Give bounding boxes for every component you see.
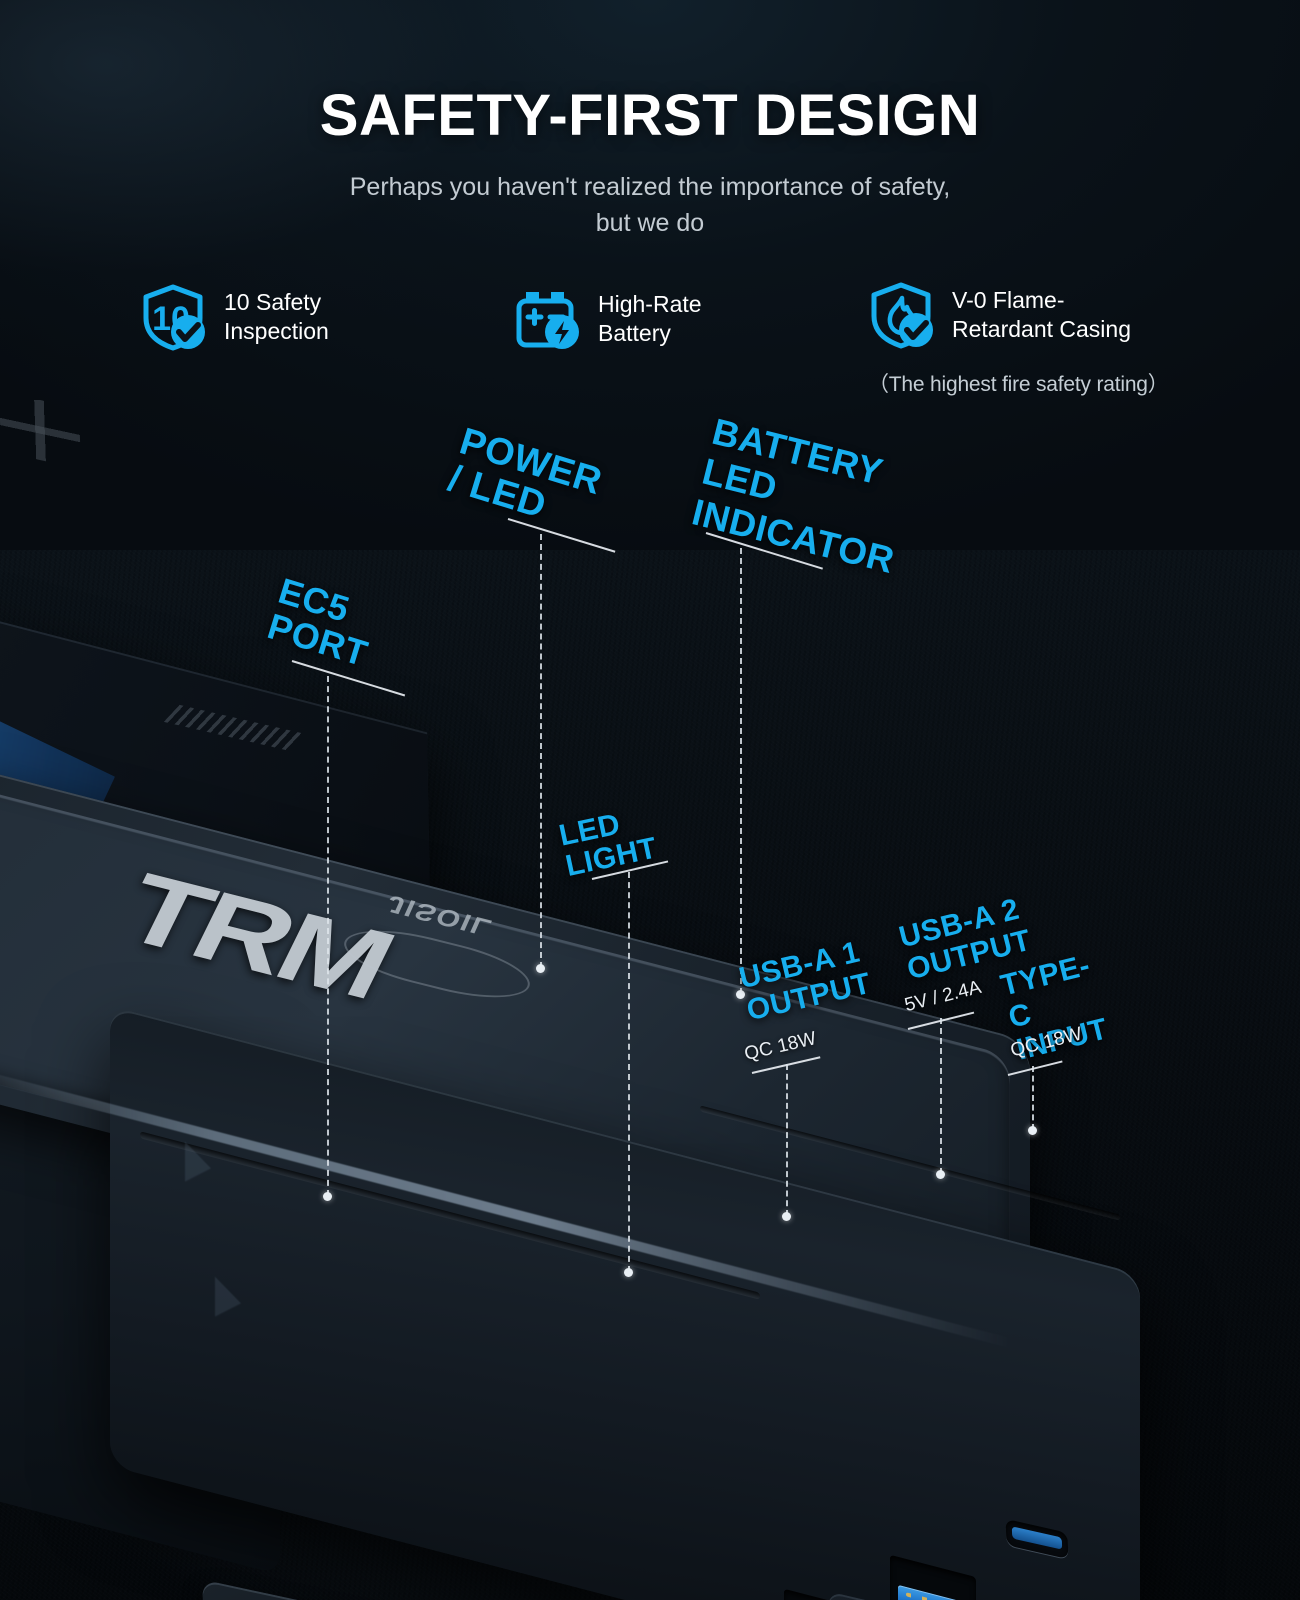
callout-leader-line: [740, 548, 742, 994]
feature-item-high-rate-battery: High-Rate Battery: [512, 284, 702, 354]
callout-endpoint-dot: [782, 1212, 791, 1221]
safety-feature-list: 10 10 Safety Inspection High-Rate Batter…: [0, 272, 1300, 402]
ec5-port-emboss-icon: [0, 400, 82, 469]
feature-item-v0-flame-retardant-casing: V-0 Flame- Retardant Casing: [866, 280, 1131, 350]
shield-flame-check-icon: [866, 280, 936, 350]
callout-endpoint-dot: [536, 964, 545, 973]
fire-safety-rating-note: （The highest fire safety rating）: [868, 373, 1169, 396]
callout-endpoint-dot: [624, 1268, 633, 1277]
feature-label: 10 Safety Inspection: [224, 289, 329, 345]
feature-item-10-safety-inspection: 10 10 Safety Inspection: [138, 282, 329, 352]
callout-leader-line: [327, 676, 329, 1196]
callout-leader-line: [1032, 1066, 1034, 1130]
feature-label: V-0 Flame- Retardant Casing: [952, 287, 1131, 343]
body-chevron: [185, 1141, 211, 1189]
callout-leader-line: [628, 872, 630, 1272]
callout-endpoint-dot: [736, 990, 745, 999]
page-title: SAFETY-FIRST DESIGN: [319, 83, 981, 148]
shield-10-check-icon: 10: [138, 282, 208, 352]
feature-label: High-Rate Battery: [598, 291, 702, 347]
callout-leader-line: [540, 534, 542, 968]
callout-leader-line: [786, 1064, 788, 1216]
callout-endpoint-dot: [323, 1192, 332, 1201]
callout-leader-line: [940, 1018, 942, 1174]
body-chevron: [215, 1276, 241, 1324]
callout-endpoint-dot: [1028, 1126, 1037, 1135]
battery-bolt-icon: [512, 284, 582, 354]
header: SAFETY-FIRST DESIGN Perhaps you haven't …: [0, 0, 1300, 241]
product-illustration: TRM JISOIL: [0, 400, 1300, 1600]
page-subtitle: Perhaps you haven't realized the importa…: [349, 173, 951, 237]
callout-endpoint-dot: [936, 1170, 945, 1179]
